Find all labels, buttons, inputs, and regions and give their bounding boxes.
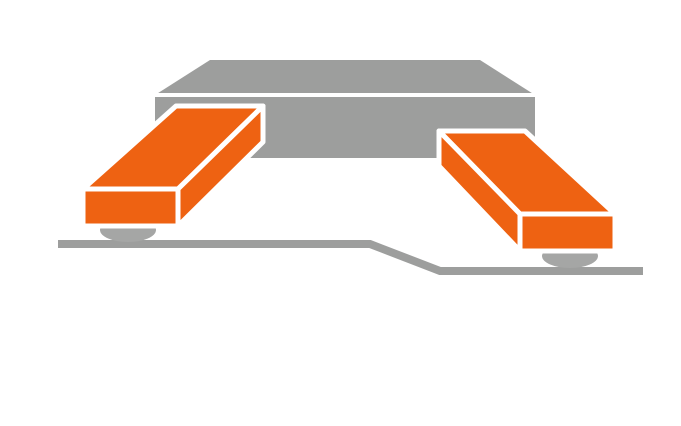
left-lead: [80, 103, 266, 229]
right-lead: [436, 128, 618, 254]
circuit-board: [58, 240, 643, 275]
